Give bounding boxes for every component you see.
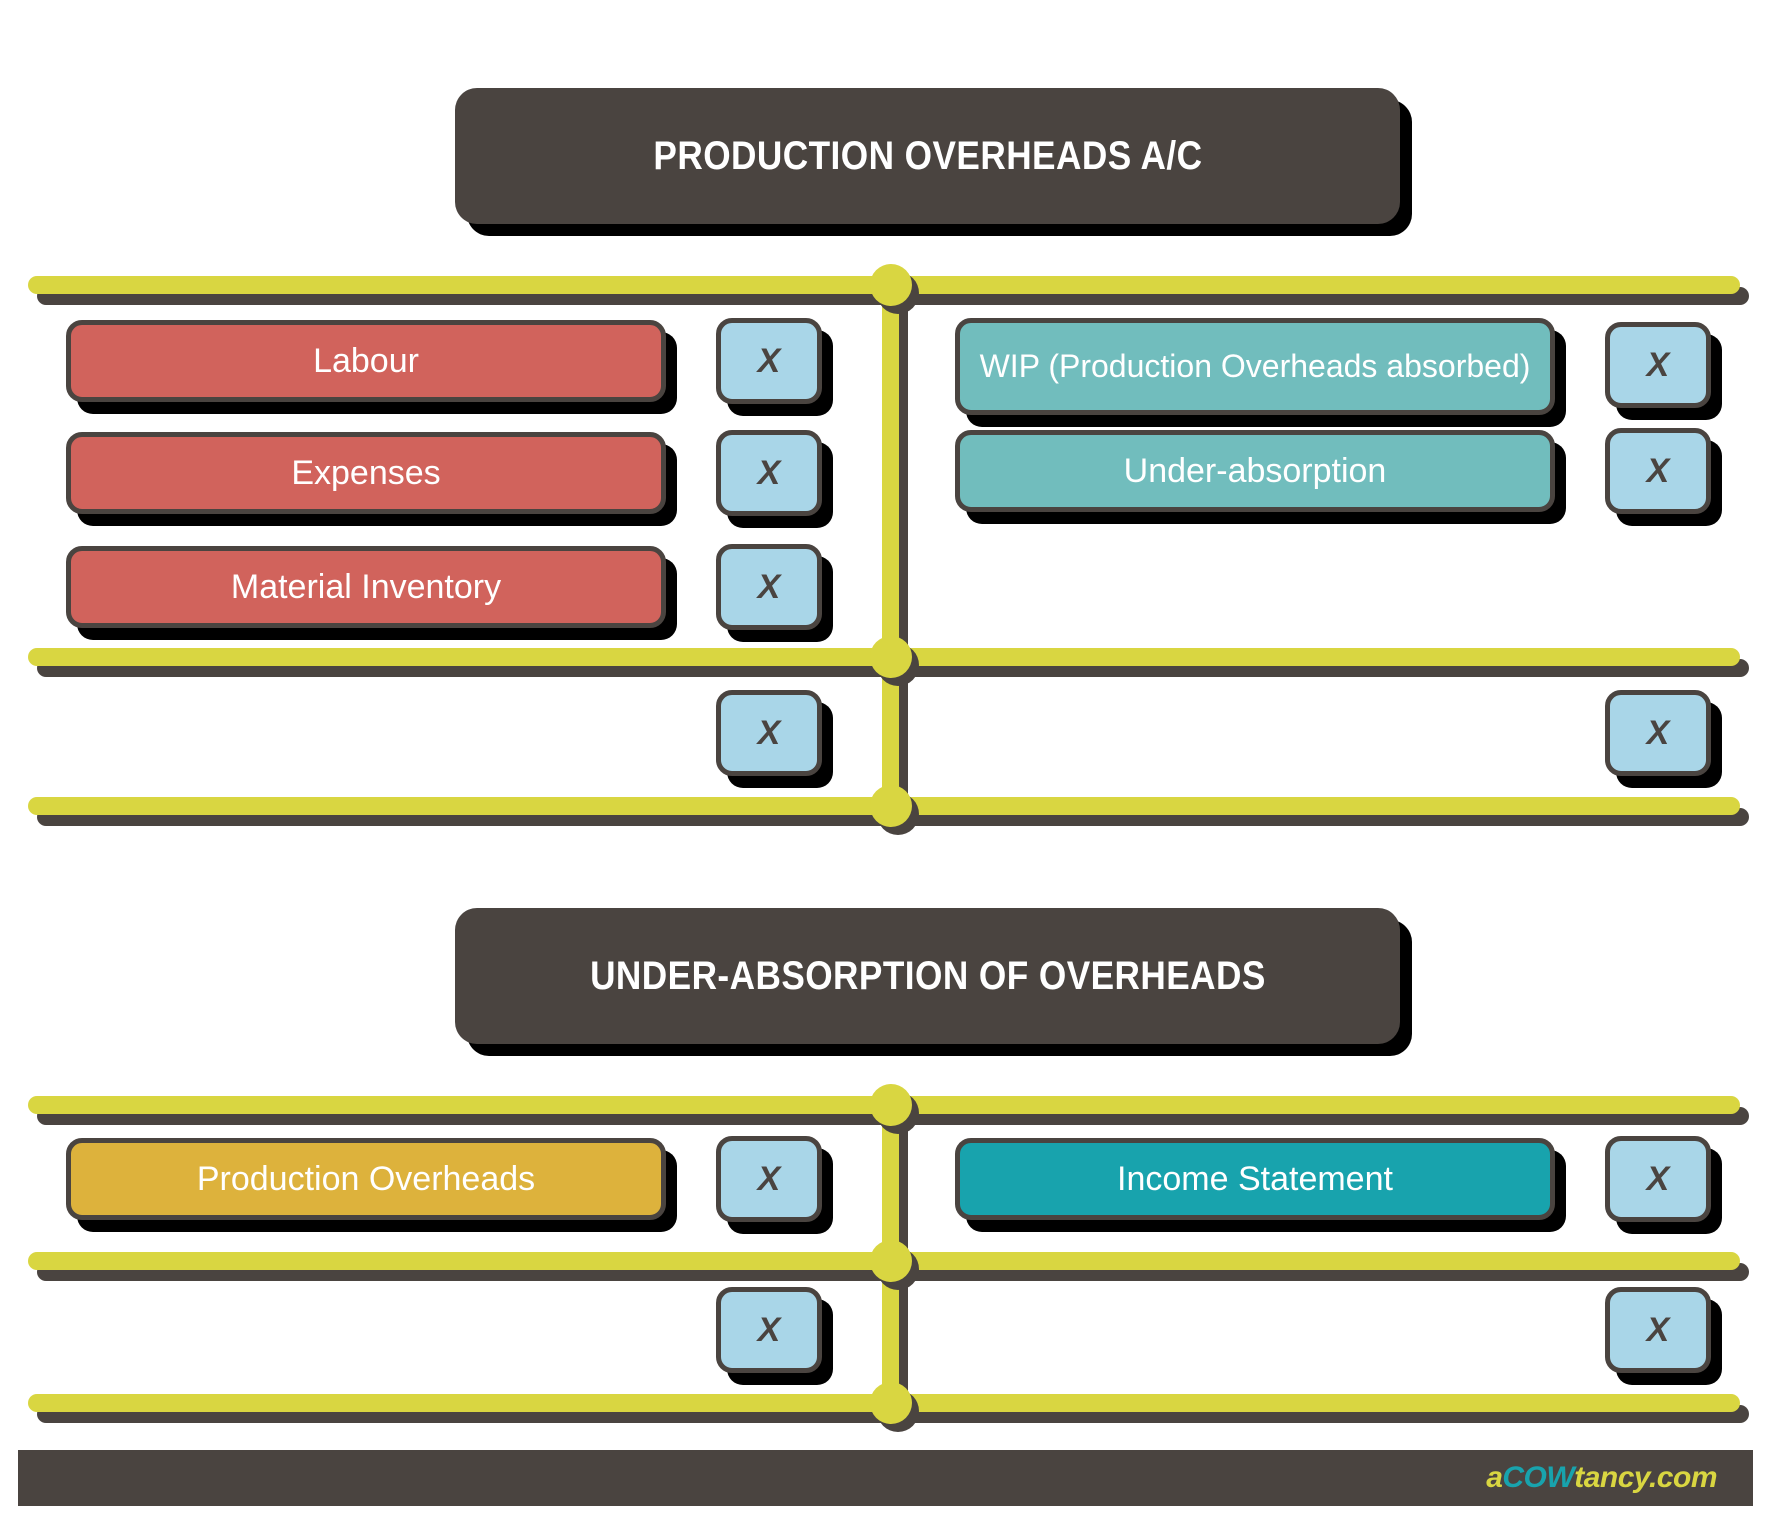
amount-value: X <box>1646 1159 1670 1198</box>
logo-part-tancy: tancy.com <box>1574 1461 1717 1494</box>
entry-label: Material Inventory <box>230 567 502 606</box>
total-credit-2[interactable]: X <box>1605 1287 1711 1373</box>
account-vertical-divider-1 <box>882 285 899 810</box>
entry-expenses[interactable]: Expenses <box>66 432 666 514</box>
entry-label: Expenses <box>291 453 441 492</box>
entry-label: Income Statement <box>1117 1159 1393 1198</box>
logo-part-a: a <box>1486 1461 1503 1494</box>
logo-part-cow: COW <box>1502 1461 1575 1494</box>
total-debit-1[interactable]: X <box>716 690 822 776</box>
divider-node-middle-2 <box>870 1240 912 1282</box>
amount-expenses[interactable]: X <box>716 430 822 516</box>
total-debit-2[interactable]: X <box>716 1287 822 1373</box>
divider-node-top-1 <box>870 264 912 306</box>
entry-label: Labour <box>313 341 419 380</box>
section-title-text: UNDER-ABSORPTION OF OVERHEADS <box>589 953 1266 998</box>
amount-income-statement[interactable]: X <box>1605 1136 1711 1222</box>
divider-node-top-2 <box>870 1084 912 1126</box>
entry-label: WIP (Production Overheads absorbed) <box>979 347 1531 384</box>
section-title-under-absorption: UNDER-ABSORPTION OF OVERHEADS <box>455 908 1400 1044</box>
section-title-production-overheads: PRODUCTION OVERHEADS A/C <box>455 88 1400 224</box>
acowtancy-logo[interactable]: aCOWtancy.com <box>1486 1461 1717 1495</box>
amount-labour[interactable]: X <box>716 318 822 404</box>
entry-material-inventory[interactable]: Material Inventory <box>66 546 666 628</box>
total-credit-1[interactable]: X <box>1605 690 1711 776</box>
amount-value: X <box>757 1310 781 1349</box>
amount-production-overheads[interactable]: X <box>716 1136 822 1222</box>
divider-node-bottom-2 <box>870 1382 912 1424</box>
amount-value: X <box>757 453 781 492</box>
entry-wip-production-overheads-absorbed[interactable]: WIP (Production Overheads absorbed) <box>955 318 1555 415</box>
entry-income-statement[interactable]: Income Statement <box>955 1138 1555 1220</box>
amount-value: X <box>757 341 781 380</box>
footer-bar: aCOWtancy.com <box>18 1450 1753 1506</box>
amount-value: X <box>757 713 781 752</box>
entry-under-absorption[interactable]: Under-absorption <box>955 430 1555 512</box>
divider-node-bottom-1 <box>870 785 912 827</box>
amount-value: X <box>1646 1310 1670 1349</box>
amount-value: X <box>1646 451 1670 490</box>
amount-value: X <box>1646 713 1670 752</box>
divider-node-middle-1 <box>870 636 912 678</box>
entry-production-overheads[interactable]: Production Overheads <box>66 1138 666 1220</box>
amount-value: X <box>757 567 781 606</box>
amount-value: X <box>757 1159 781 1198</box>
amount-under-absorption[interactable]: X <box>1605 428 1711 514</box>
entry-label: Production Overheads <box>196 1159 536 1198</box>
section-title-text: PRODUCTION OVERHEADS A/C <box>652 133 1203 178</box>
entry-labour[interactable]: Labour <box>66 320 666 402</box>
amount-wip-absorbed[interactable]: X <box>1605 322 1711 408</box>
entry-label: Under-absorption <box>1123 451 1387 490</box>
amount-material-inventory[interactable]: X <box>716 544 822 630</box>
amount-value: X <box>1646 345 1670 384</box>
